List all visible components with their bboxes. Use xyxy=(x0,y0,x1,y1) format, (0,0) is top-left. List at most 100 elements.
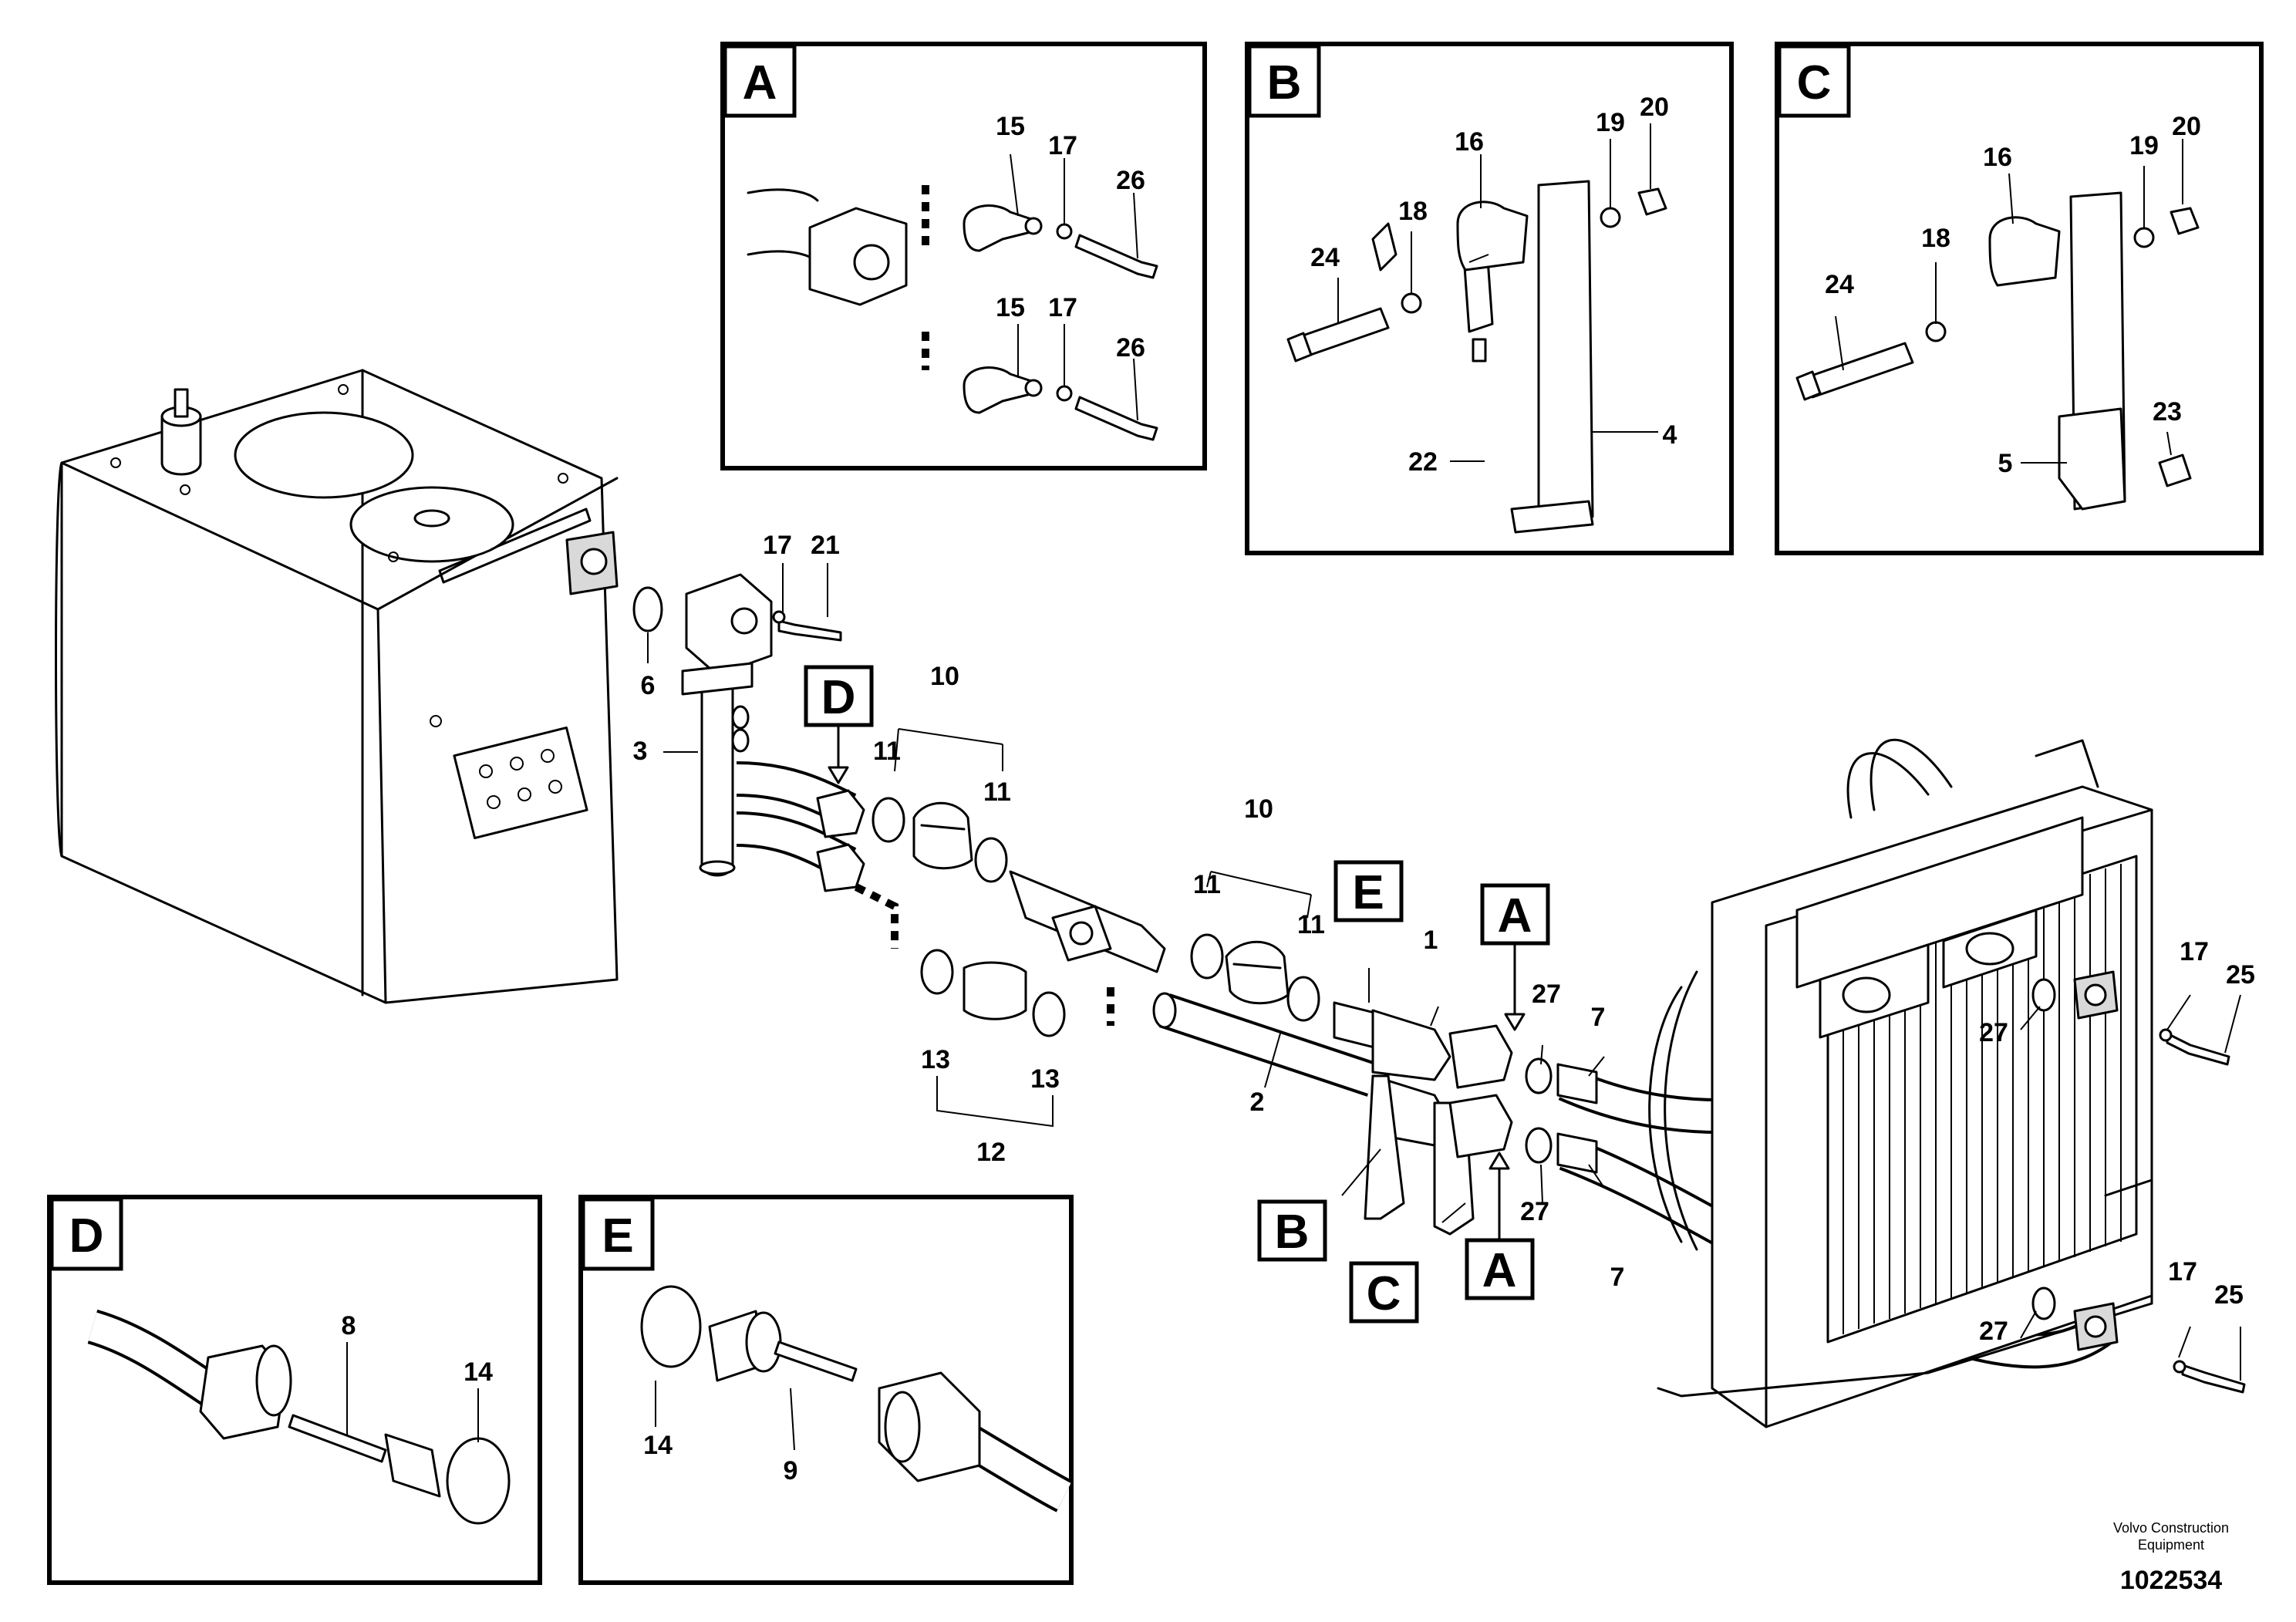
svg-text:9: 9 xyxy=(784,1456,798,1485)
bolt-21 xyxy=(777,619,842,642)
bracket-4 xyxy=(1364,1074,1405,1220)
detail-b-header: B xyxy=(1247,44,1321,118)
hose-2-assembly xyxy=(1152,992,1553,1236)
coupling-group-right xyxy=(1190,933,1320,1022)
svg-text:17: 17 xyxy=(2168,1257,2197,1286)
coupling-group-12 xyxy=(920,949,1066,1037)
bolt-24-c xyxy=(1803,342,1914,399)
svg-text:10: 10 xyxy=(1244,794,1273,824)
svg-text:E: E xyxy=(602,1209,633,1263)
svg-text:10: 10 xyxy=(930,662,959,691)
svg-text:25: 25 xyxy=(2214,1280,2244,1310)
marker-b: B xyxy=(1257,1199,1327,1262)
svg-text:20: 20 xyxy=(2172,112,2201,141)
svg-text:17: 17 xyxy=(2180,937,2209,966)
svg-text:D: D xyxy=(821,671,856,724)
svg-text:26: 26 xyxy=(1116,333,1145,363)
svg-text:20: 20 xyxy=(1640,93,1669,122)
svg-text:19: 19 xyxy=(1596,108,1625,137)
svg-text:4: 4 xyxy=(1663,420,1677,450)
svg-text:17: 17 xyxy=(1048,293,1077,322)
svg-text:24: 24 xyxy=(1825,270,1854,299)
detail-a-panel xyxy=(720,42,1207,470)
svg-text:A: A xyxy=(743,56,777,110)
svg-text:16: 16 xyxy=(1455,127,1484,157)
svg-text:3: 3 xyxy=(633,737,648,766)
detail-e-part-numbers: 14 9 xyxy=(643,1431,797,1485)
svg-text:23: 23 xyxy=(2153,397,2182,427)
svg-text:6: 6 xyxy=(641,671,656,700)
svg-text:11: 11 xyxy=(1297,910,1325,939)
suction-hoses xyxy=(736,761,1114,1026)
coupling-group-left xyxy=(872,797,1166,973)
detail-d-panel xyxy=(47,1195,542,1585)
svg-text:27: 27 xyxy=(1979,1018,2008,1047)
svg-text:27: 27 xyxy=(1532,980,1561,1009)
main-part-numbers: 17 21 6 3 10 11 11 10 11 11 13 13 12 1 2… xyxy=(633,531,2255,1346)
svg-text:22: 22 xyxy=(1408,447,1438,477)
detail-d-header: D xyxy=(49,1197,123,1271)
svg-text:C: C xyxy=(1797,56,1832,110)
svg-text:12: 12 xyxy=(976,1138,1006,1167)
svg-text:15: 15 xyxy=(996,293,1025,322)
svg-text:7: 7 xyxy=(1610,1263,1625,1292)
svg-text:19: 19 xyxy=(2129,131,2159,160)
svg-text:13: 13 xyxy=(1030,1064,1060,1094)
svg-text:13: 13 xyxy=(921,1045,950,1074)
svg-text:17: 17 xyxy=(763,531,792,560)
drawing-number: 1022534 xyxy=(2120,1566,2222,1595)
svg-text:17: 17 xyxy=(1048,131,1077,160)
detail-b-panel xyxy=(1245,42,1734,555)
suction-manifold xyxy=(632,573,842,877)
marker-a-bottom: A xyxy=(1465,1152,1535,1300)
svg-text:27: 27 xyxy=(1520,1197,1549,1226)
svg-text:D: D xyxy=(69,1209,104,1263)
company-line-2: Equipment xyxy=(2138,1537,2204,1553)
svg-text:8: 8 xyxy=(342,1311,356,1340)
svg-text:A: A xyxy=(1498,889,1532,943)
detail-a-header: A xyxy=(723,44,797,118)
breather-filter xyxy=(160,415,202,476)
drawing-footer: Volvo Construction Equipment 1022534 xyxy=(2113,1520,2229,1595)
svg-text:1: 1 xyxy=(1424,926,1438,955)
svg-text:24: 24 xyxy=(1310,243,1340,272)
svg-text:11: 11 xyxy=(983,777,1011,807)
detail-b-part-numbers: 16 18 19 20 24 22 4 xyxy=(1310,93,1677,477)
detail-e-panel xyxy=(578,1195,1074,1585)
svg-text:A: A xyxy=(1482,1244,1517,1297)
svg-text:C: C xyxy=(1367,1267,1401,1320)
svg-text:18: 18 xyxy=(1921,224,1950,253)
leader-lines xyxy=(647,563,2241,1381)
svg-text:25: 25 xyxy=(2226,960,2255,990)
company-line-1: Volvo Construction xyxy=(2113,1520,2229,1536)
svg-text:16: 16 xyxy=(1983,143,2012,172)
svg-text:14: 14 xyxy=(464,1357,493,1387)
bracket-4-detail xyxy=(1537,180,1594,526)
marker-c: C xyxy=(1349,1261,1419,1324)
detail-c-header: C xyxy=(1777,44,1851,118)
o-ring-6 xyxy=(632,586,663,632)
svg-text:15: 15 xyxy=(996,112,1025,141)
svg-text:27: 27 xyxy=(1979,1317,2008,1346)
marker-d: D xyxy=(804,665,874,784)
svg-text:5: 5 xyxy=(1998,449,2013,478)
detail-a-part-numbers: 15 17 26 15 17 26 xyxy=(996,112,1145,363)
tank-cover-large xyxy=(234,411,414,499)
svg-text:21: 21 xyxy=(811,531,840,560)
detail-e-header: E xyxy=(581,1197,655,1271)
svg-text:11: 11 xyxy=(873,737,901,766)
svg-text:7: 7 xyxy=(1591,1003,1606,1032)
marker-e: E xyxy=(1333,860,1404,922)
marker-a-top: A xyxy=(1480,883,1550,1031)
svg-text:2: 2 xyxy=(1250,1088,1265,1117)
detail-c-panel xyxy=(1775,42,2264,555)
clamp-b xyxy=(1371,1009,1451,1081)
detail-d-part-numbers: 8 14 xyxy=(342,1311,493,1387)
svg-text:11: 11 xyxy=(1193,870,1221,899)
svg-text:18: 18 xyxy=(1398,197,1428,226)
svg-text:B: B xyxy=(1275,1206,1310,1259)
oil-cooler-radiator xyxy=(1648,738,2246,1428)
detail-c-part-numbers: 16 18 19 20 24 23 5 xyxy=(1825,112,2201,478)
svg-text:14: 14 xyxy=(643,1431,673,1460)
